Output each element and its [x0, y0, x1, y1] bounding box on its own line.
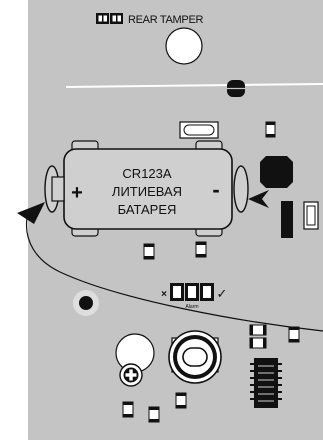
led-indicator: [200, 283, 214, 301]
board-trace-line: [65, 83, 323, 88]
battery-type-label: ЛИТИЕВАЯ: [112, 184, 182, 199]
black-block-component: [281, 201, 293, 238]
buzzer-component: [168, 330, 222, 384]
resistor: [288, 326, 300, 343]
arrow-right-icon: [248, 190, 269, 208]
resistor: [175, 392, 187, 409]
white-block-component: [303, 201, 319, 230]
arrow-left-icon: [17, 202, 45, 224]
crystal-component: [179, 121, 219, 139]
resistor-horizontal: [249, 324, 267, 336]
battery-minus-terminal: -: [212, 177, 219, 202]
battery-word-label: БАТАРЕЯ: [118, 202, 177, 217]
led-alarm-label: Alarm: [185, 304, 198, 310]
battery-plus-terminal: +: [71, 182, 83, 204]
led-indicator: [170, 283, 184, 301]
resistor: [195, 241, 207, 258]
rear-tamper-indicator: [96, 13, 123, 24]
resistor: [143, 243, 155, 260]
battery-insertion-curve: [25, 217, 323, 332]
battery-holder: [44, 140, 249, 237]
led-indicator: [185, 283, 199, 301]
rear-tamper-label: REAR TAMPER: [128, 14, 203, 26]
resistor-horizontal: [249, 337, 267, 349]
resistor: [122, 401, 134, 418]
resistor: [148, 406, 160, 423]
battery-model-label: CR123A: [122, 166, 171, 181]
resistor: [265, 121, 276, 138]
potentiometer: [115, 333, 155, 387]
led-cross-mark: ×: [161, 289, 167, 300]
ic-chip: [250, 358, 282, 408]
black-chip-right: [260, 156, 293, 188]
led-check-mark: ✓: [217, 286, 228, 301]
tamper-switch: [165, 27, 203, 65]
